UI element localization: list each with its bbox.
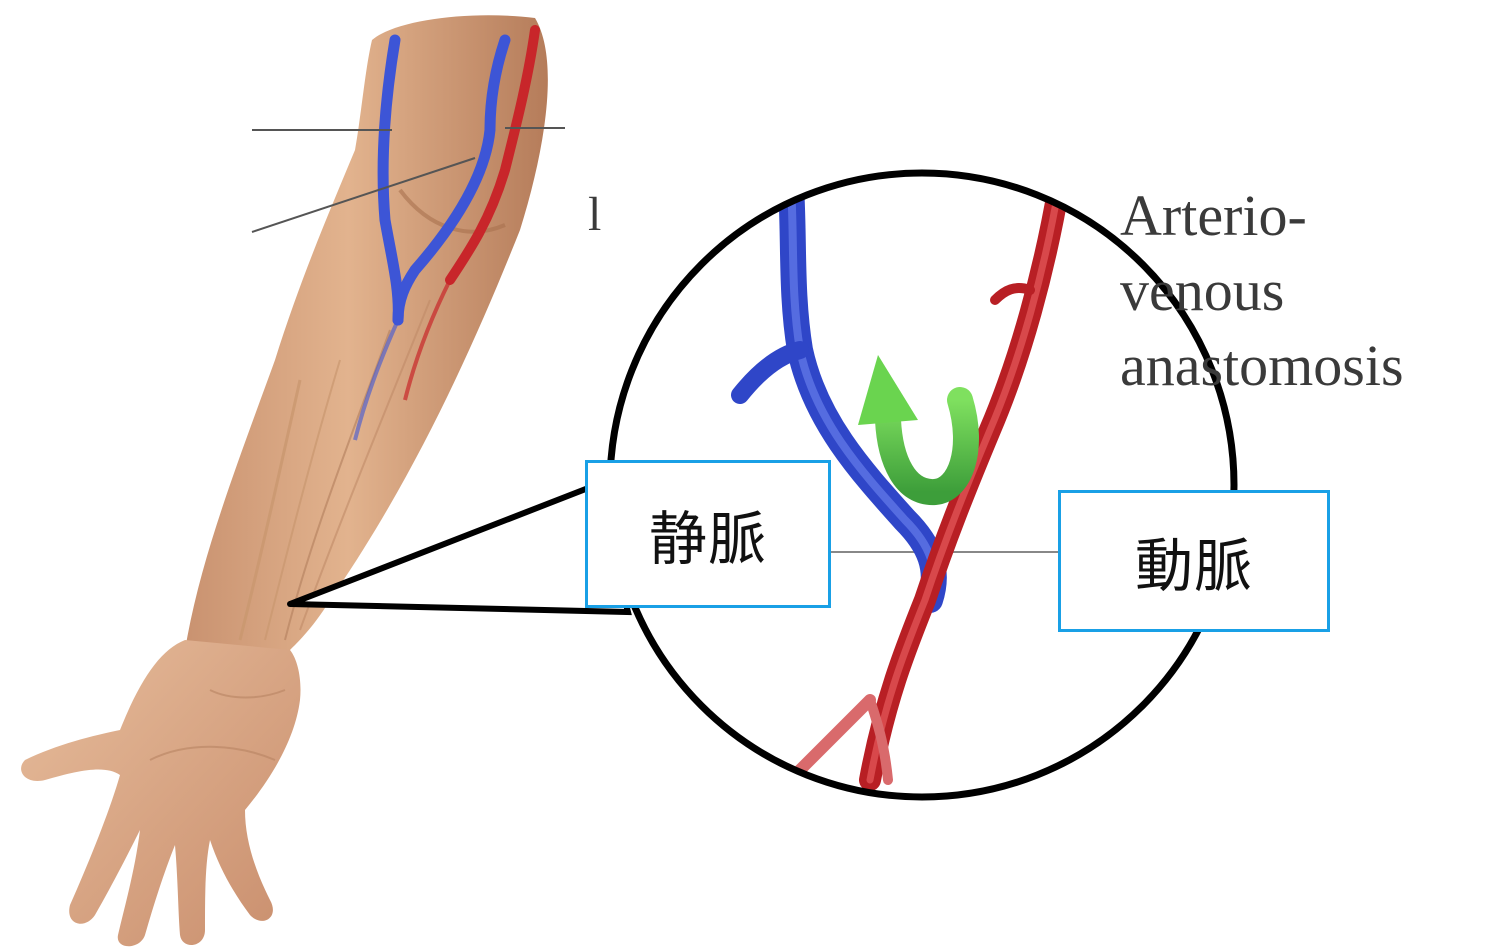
artery-label: 動脈: [1058, 490, 1330, 632]
partial-label: l: [588, 188, 601, 241]
anastomosis-line-1: Arterio-: [1120, 183, 1307, 248]
vein-label: 静脈: [585, 460, 831, 608]
anastomosis-line-2: venous: [1120, 258, 1284, 323]
forearm-illustration: [21, 15, 565, 946]
anastomosis-label: Arterio- venous anastomosis: [1120, 183, 1404, 398]
hand: [21, 640, 300, 946]
anastomosis-line-3: anastomosis: [1120, 333, 1404, 398]
